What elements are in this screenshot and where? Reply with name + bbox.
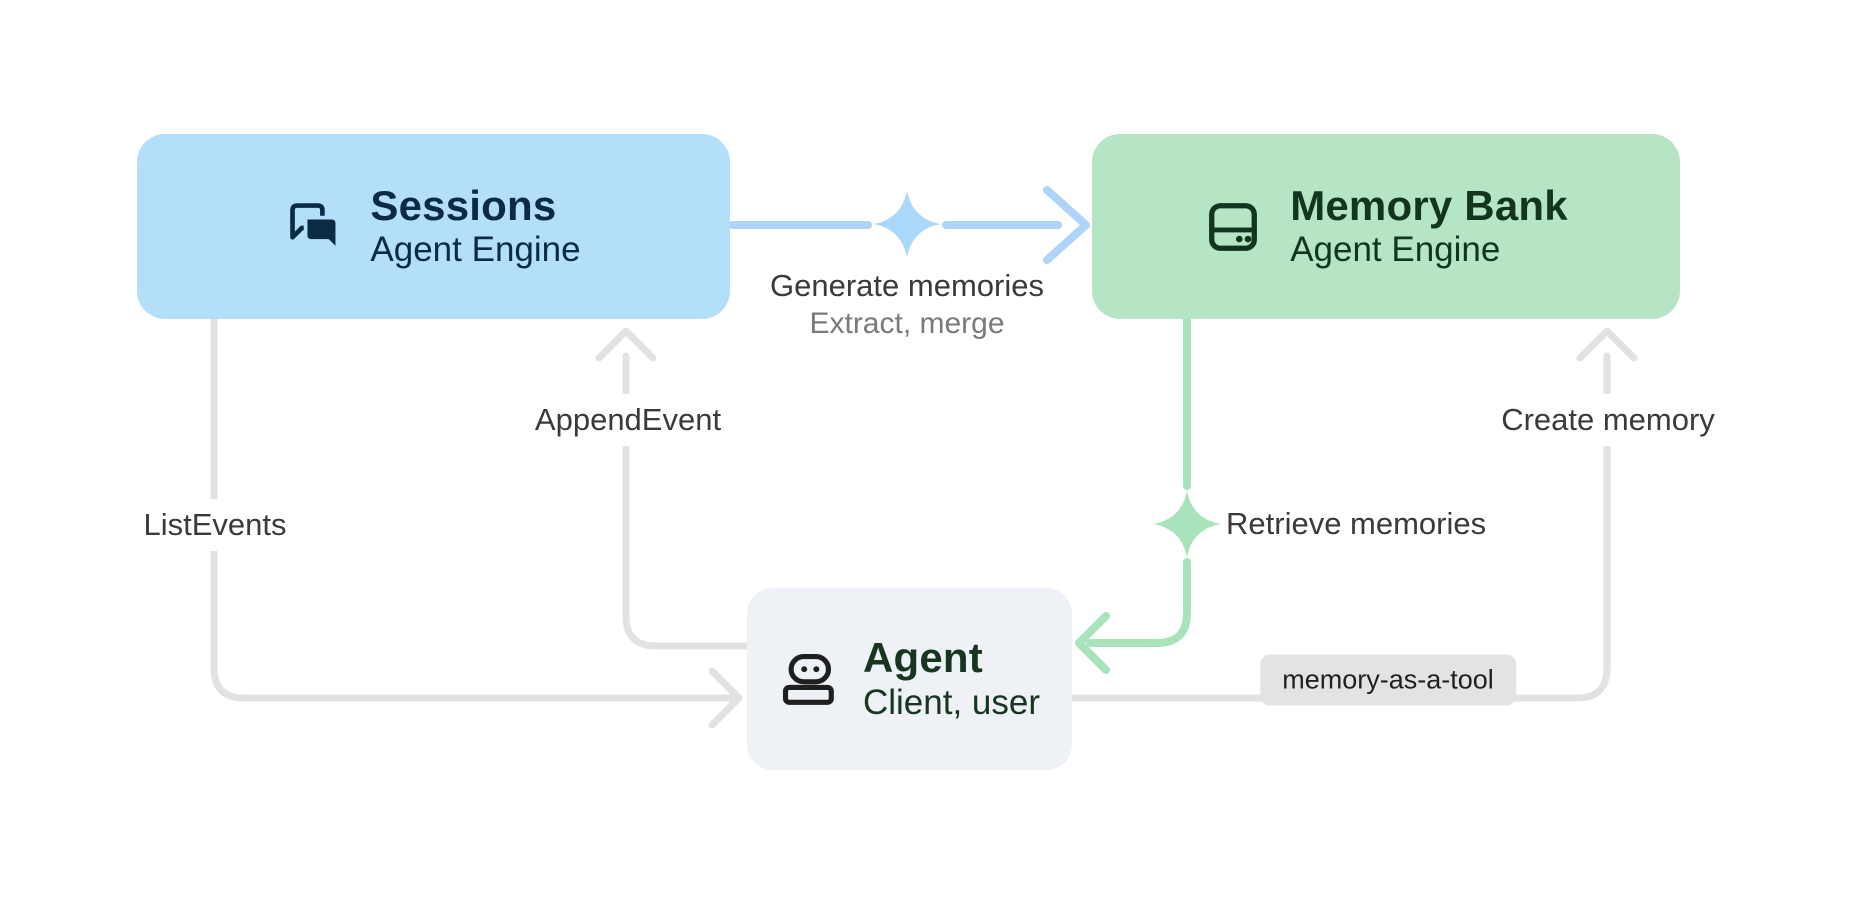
forum-chat-icon xyxy=(290,202,340,252)
create-memory-arrow xyxy=(1069,327,1638,702)
append-event-arrow xyxy=(595,327,750,650)
list-events-label: ListEvents xyxy=(129,499,301,551)
arrowhead-right-icon xyxy=(1043,186,1090,264)
sparkle-icon xyxy=(1153,490,1221,558)
agent-node: Agent Client, user xyxy=(747,588,1072,770)
extract-merge-sublabel: Extract, merge xyxy=(809,307,1005,340)
sessions-subtitle: Agent Engine xyxy=(370,230,581,270)
memory-bank-subtitle: Agent Engine xyxy=(1290,230,1501,270)
robot-agent-icon xyxy=(782,654,834,705)
sparkle-icon xyxy=(873,190,941,258)
memory-as-a-tool-badge: memory-as-a-tool xyxy=(1260,654,1516,706)
memory-storage-icon xyxy=(1209,202,1258,251)
arrowhead-left-icon xyxy=(1075,612,1110,674)
generate-memories-arrow xyxy=(729,186,1090,264)
retrieve-memories-arrow xyxy=(1075,316,1221,674)
append-event-label: AppendEvent xyxy=(520,394,736,446)
memory-bank-title: Memory Bank xyxy=(1290,181,1568,229)
list-events-arrow xyxy=(210,316,743,729)
agent-subtitle: Client, user xyxy=(862,682,1041,722)
arrowhead-up-icon xyxy=(595,327,657,362)
agent-title: Agent xyxy=(862,634,983,682)
sessions-node: Sessions Agent Engine xyxy=(137,134,730,319)
sessions-title: Sessions xyxy=(370,181,557,229)
arrowhead-right-icon xyxy=(708,667,743,729)
create-memory-label: Create memory xyxy=(1487,394,1729,446)
retrieve-memories-label: Retrieve memories xyxy=(1226,506,1487,541)
memory-bank-node: Memory Bank Agent Engine xyxy=(1092,134,1680,319)
arrowhead-up-icon xyxy=(1576,327,1638,362)
generate-memories-label: Generate memories xyxy=(770,268,1044,303)
